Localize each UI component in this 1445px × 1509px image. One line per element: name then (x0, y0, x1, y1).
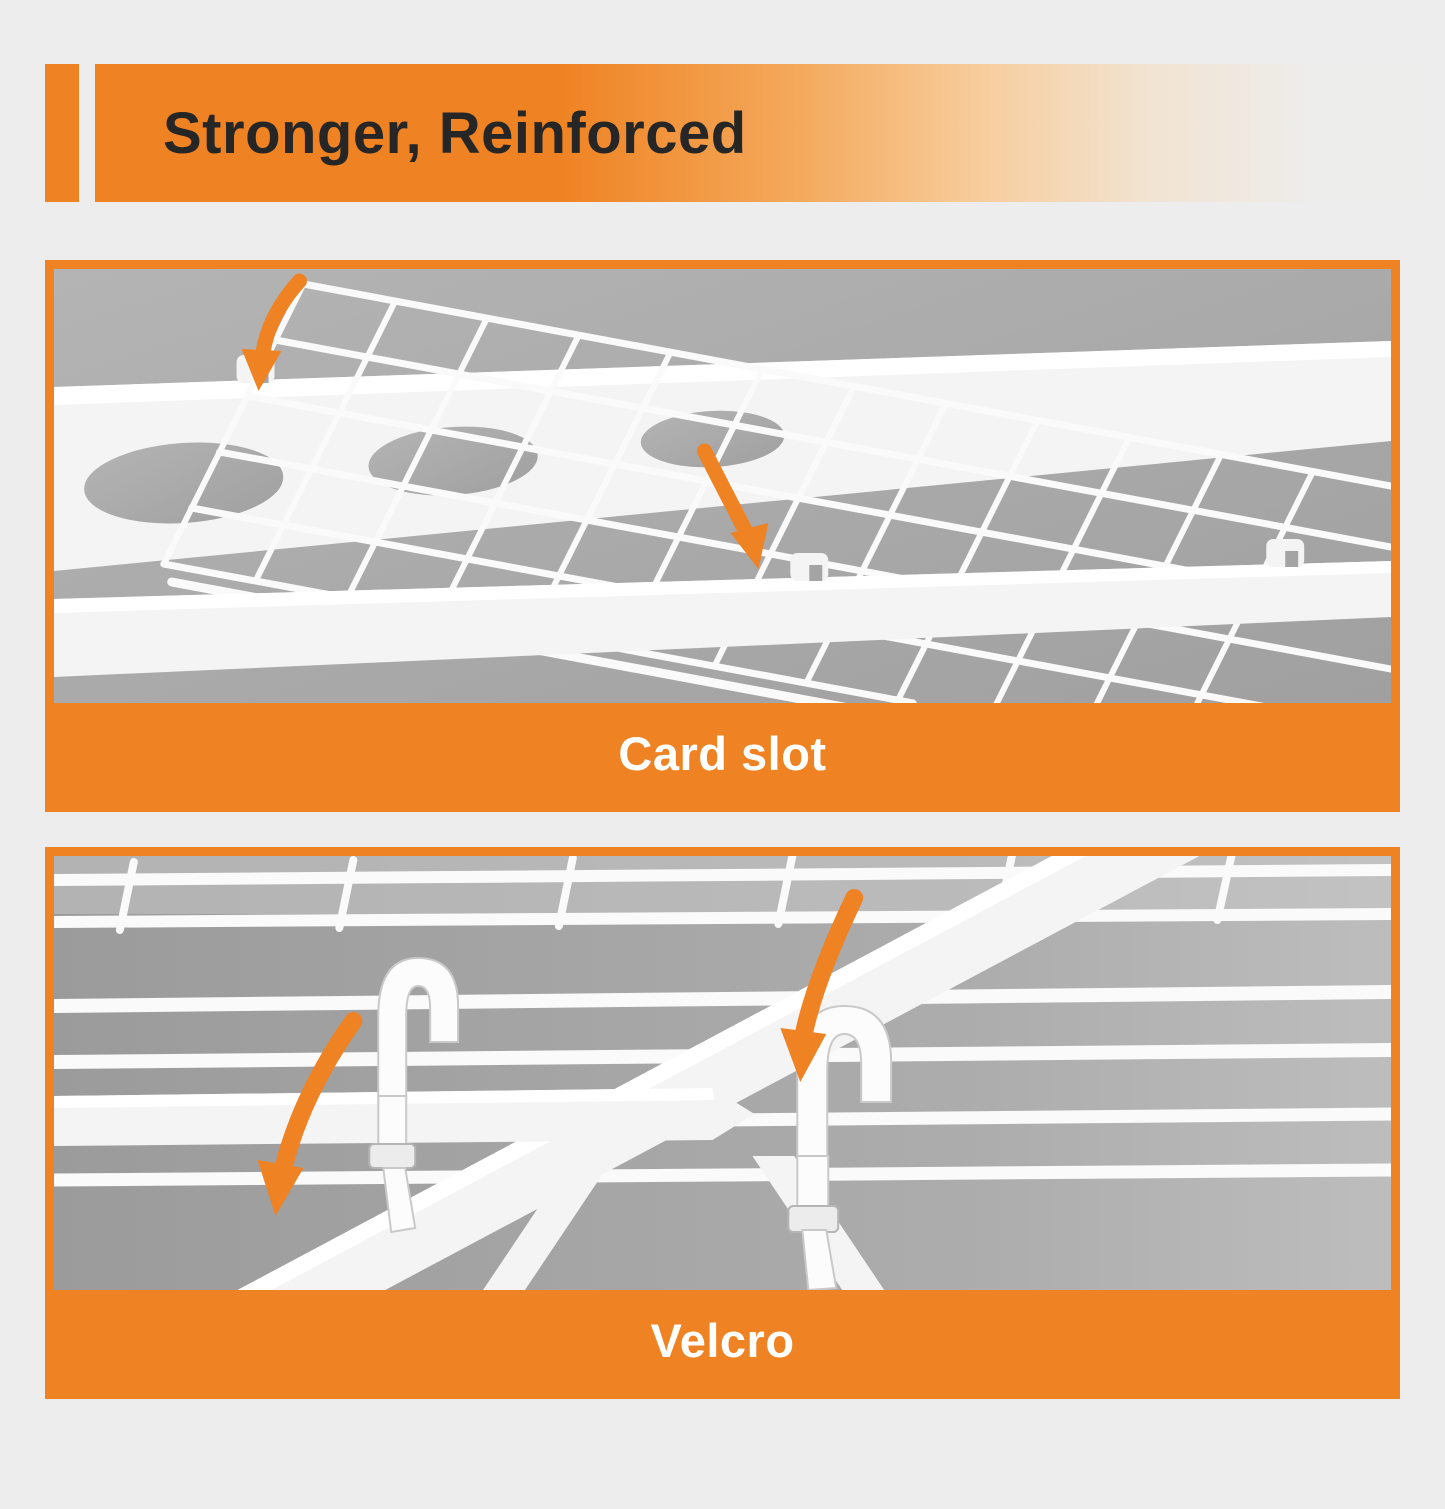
card-slot-image (54, 269, 1391, 703)
header-accent-bar (45, 64, 79, 202)
header: Stronger, Reinforced (45, 64, 1445, 202)
support-beam (237, 856, 1200, 1290)
curved-arrow-icon (780, 889, 864, 1082)
card-slot-tab (1266, 539, 1305, 567)
velcro-image (54, 856, 1391, 1290)
page-title: Stronger, Reinforced (163, 100, 747, 166)
velcro-strap (368, 956, 460, 1234)
feature-panel-velcro: Velcro (45, 847, 1400, 1399)
front-rail (54, 539, 1391, 677)
card-slot-illustration (54, 269, 1391, 703)
velcro-illustration (54, 856, 1391, 1290)
curved-arrow-icon (697, 443, 769, 569)
header-band: Stronger, Reinforced (95, 64, 1445, 202)
panel-caption-card-slot: Card slot (54, 703, 1391, 803)
panel-caption-velcro: Velcro (54, 1290, 1391, 1390)
curved-arrow-icon (257, 1012, 363, 1216)
card-slot-tab (790, 553, 829, 581)
curved-arrow-icon (241, 273, 307, 391)
feature-panel-card-slot: Card slot (45, 260, 1400, 812)
background-highlight (54, 856, 1391, 914)
